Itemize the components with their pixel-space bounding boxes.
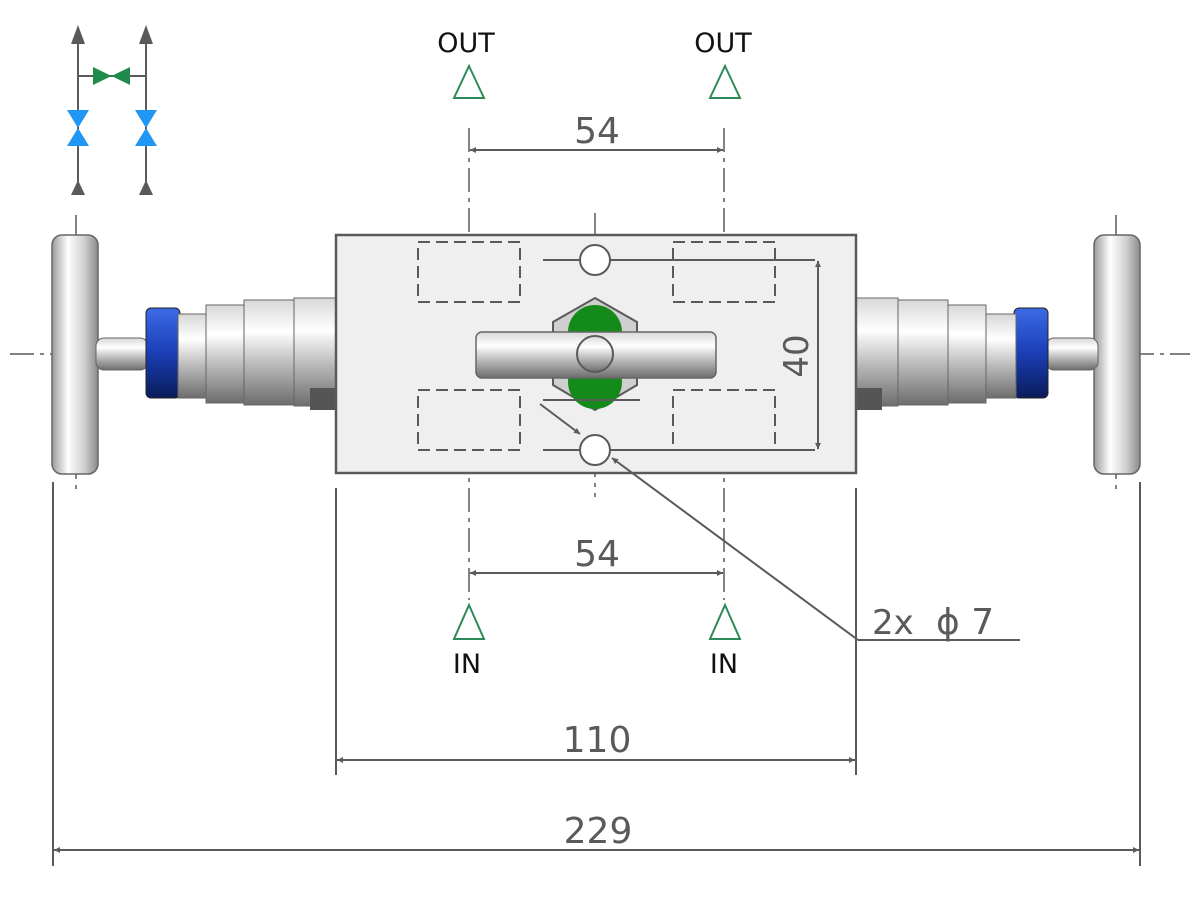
- port-label: IN: [710, 649, 738, 680]
- dimension-229: 229: [52, 482, 1141, 866]
- port-label: IN: [453, 649, 481, 680]
- dimension-54-bottom: 54: [470, 534, 723, 576]
- port-in-right: IN: [708, 602, 742, 680]
- left-t-handle: [51, 234, 99, 475]
- left-blue-nut: [145, 307, 181, 399]
- triangle-icon: [452, 63, 486, 99]
- dimension-text: 229: [564, 811, 633, 852]
- arrow-up-icon: [71, 25, 85, 44]
- triangle-icon: [708, 602, 742, 640]
- right-blue-nut: [1013, 307, 1049, 399]
- right-t-handle: [1093, 234, 1141, 475]
- port-label: OUT: [694, 28, 752, 59]
- schematic-symbol: [67, 25, 157, 195]
- dimension-110: 110: [335, 488, 857, 775]
- arrow-up-icon: [139, 180, 153, 195]
- equalizing-valve-icon: [93, 67, 130, 85]
- dimension-40: 40: [777, 261, 821, 449]
- right-stem: [1045, 337, 1099, 371]
- port-out-left: OUT: [437, 28, 495, 99]
- dimension-54-top: 54: [470, 111, 723, 153]
- manifold-body: [334, 233, 858, 475]
- arrow-up-icon: [139, 25, 153, 44]
- dimension-text: ϕ 7: [936, 602, 994, 643]
- mounting-hole: [579, 244, 611, 276]
- dimension-text: 40: [777, 334, 817, 377]
- right-valve-assembly: [855, 234, 1141, 475]
- dimension-text: 110: [563, 720, 632, 761]
- left-stem: [95, 337, 149, 371]
- dimension-text: 54: [574, 534, 620, 575]
- block-valve-icon: [67, 110, 89, 146]
- dimension-text: 54: [574, 111, 620, 152]
- dimension-holes-leader: 2x ϕ 7: [539, 403, 1020, 643]
- dimension-text: 2x: [872, 603, 914, 643]
- triangle-icon: [708, 63, 742, 99]
- left-valve-assembly: [51, 234, 337, 475]
- mounting-hole: [579, 434, 611, 466]
- port-in-left: IN: [452, 602, 486, 680]
- block-valve-icon: [135, 110, 157, 146]
- port-label: OUT: [437, 28, 495, 59]
- port-out-right: OUT: [694, 28, 752, 99]
- triangle-icon: [452, 602, 486, 640]
- arrow-up-icon: [71, 180, 85, 195]
